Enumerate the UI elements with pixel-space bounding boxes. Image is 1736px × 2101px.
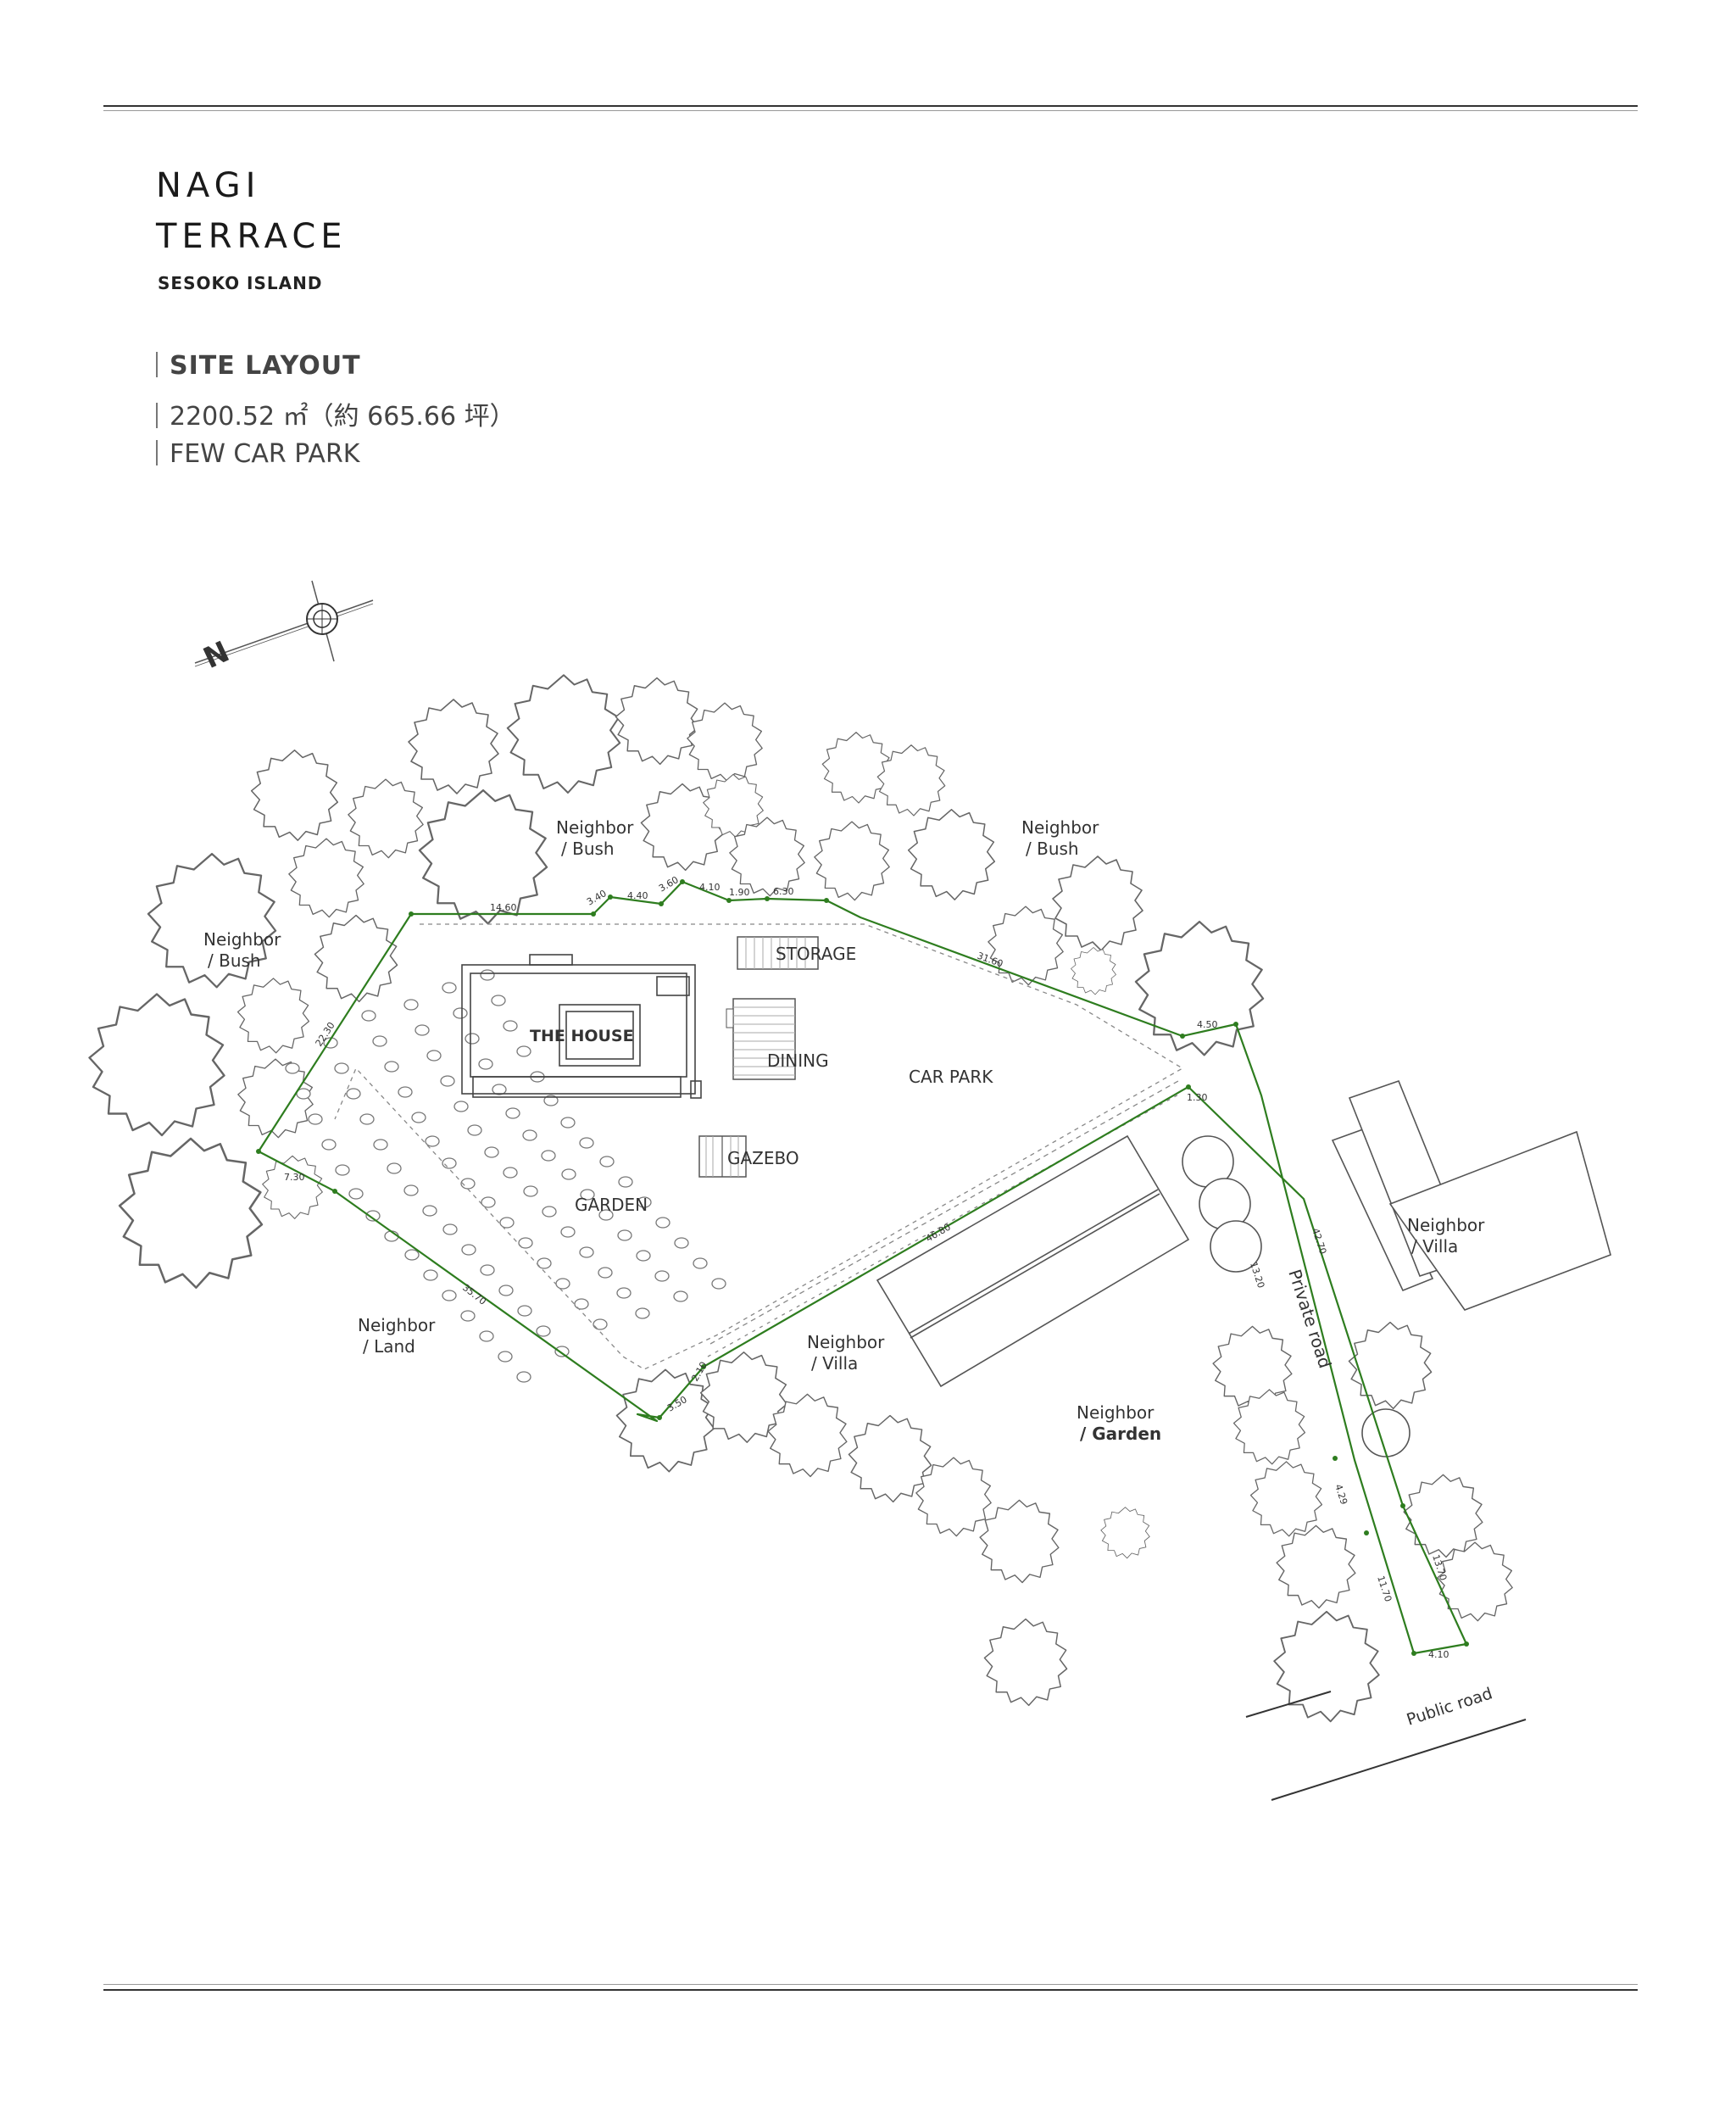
dim-label: 4.50 (1197, 1019, 1218, 1030)
brand-line-2: TERRACE (156, 217, 348, 256)
storage-label: STORAGE (776, 944, 856, 964)
spec-parking: FEW CAR PARK (156, 439, 359, 469)
neighbor-bush-left-label: Neighbor (203, 929, 281, 950)
brand-line-1: NAGI (156, 166, 261, 205)
dim-label: 4.10 (1428, 1649, 1449, 1660)
north-label: N (198, 635, 235, 676)
dim-label: 3.40 (585, 888, 609, 908)
neighbor-villa-right-buildings (1331, 1079, 1611, 1311)
neighbor-bush-top-label: Neighbor (556, 817, 634, 838)
neighbor-villa-center-label: Neighbor (807, 1332, 885, 1352)
dimension-labels: 14.60 3.40 4.40 3.60 4.10 1.90 6.30 31.6… (284, 874, 1449, 1660)
dim-label: 4.40 (627, 890, 648, 901)
neighbor-bush-top-label-2: / Bush (561, 839, 615, 859)
garden-label: GARDEN (575, 1195, 648, 1215)
site-boundary (257, 880, 1468, 1655)
neighbor-villa-building (876, 1134, 1190, 1388)
house-footprint (461, 954, 702, 1099)
house-label: THE HOUSE (530, 1027, 634, 1045)
spec-site-layout: SITE LAYOUT (156, 351, 361, 381)
tree-cluster (88, 674, 1513, 1723)
car-park-label: CAR PARK (909, 1067, 993, 1087)
dim-label: 4.10 (699, 882, 721, 893)
neighbor-bush-left-label-2: / Bush (208, 950, 261, 971)
location-label: SESOKO ISLAND (158, 273, 323, 293)
neighbor-land-label-2: / Land (363, 1336, 415, 1357)
setback-line (334, 923, 1184, 1370)
neighbor-labels: Neighbor / Bush Neighbor / Bush Neighbor… (203, 817, 1485, 1444)
neighbor-land-label: Neighbor (358, 1315, 436, 1335)
stepping-stones (285, 969, 726, 1383)
dim-label: 7.30 (284, 1172, 305, 1183)
spec-area: 2200.52 ㎡（約 665.66 坪） (156, 395, 515, 432)
neighbor-garden-label-2: / Garden (1080, 1424, 1161, 1444)
dim-label: 1.30 (1187, 1092, 1208, 1103)
dim-label: 42.70 (1310, 1227, 1328, 1256)
neighbor-villa-right-label-2: / Villa (1411, 1236, 1458, 1257)
dim-label: 14.60 (490, 902, 517, 913)
bottom-rule-thin (103, 1984, 1638, 1985)
round-bushes (1182, 1135, 1410, 1457)
public-road-label: Public road (1405, 1684, 1495, 1729)
gazebo-label: GAZEBO (727, 1148, 799, 1168)
public-road (1245, 1691, 1527, 1801)
dim-label: 1.90 (729, 887, 750, 898)
neighbor-bush-right-label-2: / Bush (1026, 839, 1079, 859)
dim-label: 13.20 (1248, 1261, 1266, 1290)
dim-label: 35.70 (460, 1282, 488, 1307)
neighbor-villa-right-label: Neighbor (1407, 1215, 1485, 1235)
dim-label: 6.30 (773, 886, 794, 897)
top-rule-thin (103, 110, 1638, 111)
gazebo-structure (698, 1135, 747, 1178)
top-rule (103, 105, 1638, 107)
boundary-vertices (256, 879, 1469, 1656)
neighbor-bush-right-label: Neighbor (1021, 817, 1099, 838)
dim-label: 4.29 (1333, 1483, 1349, 1506)
dining-pavilion (726, 998, 796, 1080)
storage-building (737, 936, 819, 970)
neighbor-garden-label: Neighbor (1077, 1402, 1155, 1423)
neighbor-villa-center-label-2: / Villa (811, 1353, 858, 1374)
compass-rose: N (194, 580, 374, 676)
dim-label: 3.60 (657, 874, 681, 894)
dining-label: DINING (767, 1050, 829, 1071)
bottom-rule (103, 1989, 1638, 1991)
dim-label: 2.10 (689, 1360, 709, 1384)
